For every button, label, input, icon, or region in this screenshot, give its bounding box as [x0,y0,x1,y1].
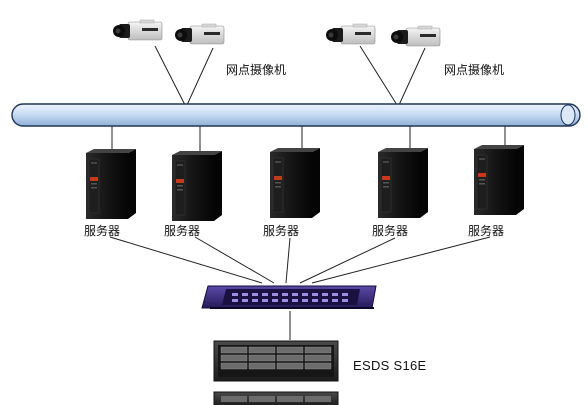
bus-connectors [111,45,506,154]
camera-icon [325,23,376,45]
camera-group-label-left: 网点摄像机 [226,63,287,77]
server-icon [171,150,223,222]
camera-icon [174,23,225,45]
server-label: 服务器 [263,224,300,238]
servers [85,144,525,222]
storage-label: ESDS S16E [353,358,427,373]
server-label: 服务器 [468,224,505,238]
storage-array-icon [213,340,339,405]
server-label: 服务器 [372,224,409,238]
server-icon [269,147,321,219]
server-icon [85,148,137,220]
camera-icon [390,25,441,47]
lan-bus [11,103,581,127]
server-label: 服务器 [84,224,121,238]
server-label: 服务器 [164,224,201,238]
server-icon [377,147,429,219]
camera-group-right [325,23,441,47]
camera-group-label-right: 网点摄像机 [444,63,505,77]
camera-group-left [112,19,225,45]
switch-links [109,236,491,340]
camera-icon [112,19,163,41]
server-icon [473,144,525,216]
network-switch-icon [201,285,377,309]
